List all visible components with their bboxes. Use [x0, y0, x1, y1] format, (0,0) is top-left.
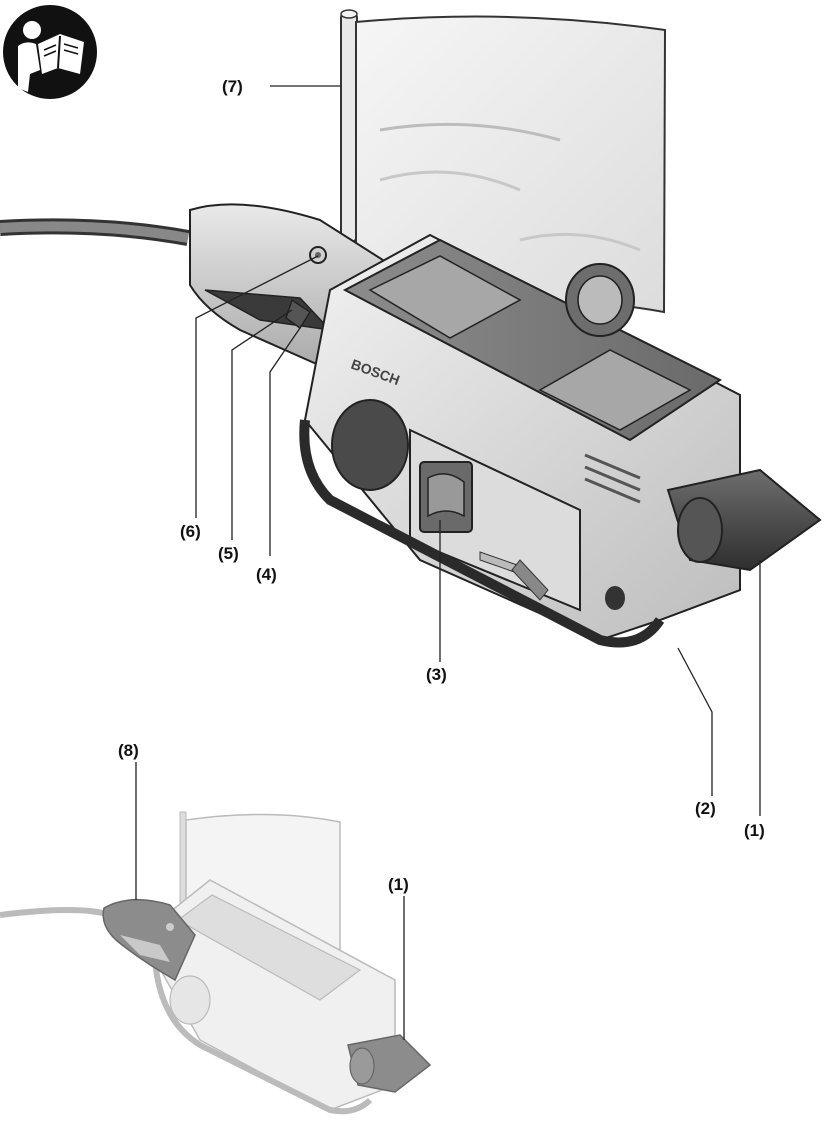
sander-body: BOSCH — [299, 233, 741, 648]
power-cable — [0, 218, 190, 246]
callout-1: (1) — [744, 821, 765, 840]
leader-lines — [195, 85, 761, 816]
front-handle — [666, 468, 822, 572]
callout-6: (6) — [180, 522, 201, 541]
callout-3: (3) — [426, 665, 447, 684]
callout-8: (8) — [118, 741, 139, 760]
callout-2: (2) — [695, 799, 716, 818]
callout-1-small: (1) — [388, 875, 409, 894]
callout-5: (5) — [218, 544, 239, 563]
leader-lines-small — [135, 762, 405, 1040]
callout-4: (4) — [256, 565, 277, 584]
read-manual-icon — [3, 5, 97, 99]
dust-outlet — [565, 263, 635, 337]
callout-7: (7) — [222, 77, 243, 96]
small-sander-view — [0, 811, 432, 1115]
